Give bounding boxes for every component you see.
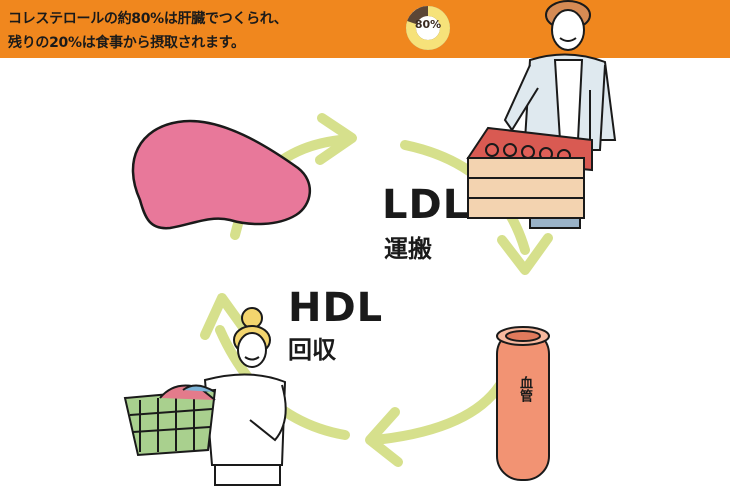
header-banner: コレステロールの約80%は肝臓でつくられ、 残りの20%は食事から摂取されます。… (0, 0, 730, 58)
banner-text-line2: 残りの20%は食事から摂取されます。 (8, 35, 245, 51)
woman-with-basket-icon (123, 307, 287, 486)
donut-percent-label: 80% (414, 18, 442, 31)
man-with-crate-icon (466, 0, 617, 229)
blood-vessel-icon (496, 326, 550, 481)
ldl-label: LDL (382, 182, 470, 228)
hdl-sublabel: 回収 (288, 336, 336, 364)
liver-icon (131, 119, 312, 230)
hdl-label: HDL (288, 285, 384, 331)
vessel-label: 血管 (517, 376, 532, 402)
ldl-sublabel: 運搬 (384, 235, 432, 263)
donut-chart-icon (406, 6, 450, 50)
banner-text-line1: コレステロールの約80%は肝臓でつくられ、 (8, 11, 288, 27)
arrow-bottom-icon (370, 380, 505, 445)
